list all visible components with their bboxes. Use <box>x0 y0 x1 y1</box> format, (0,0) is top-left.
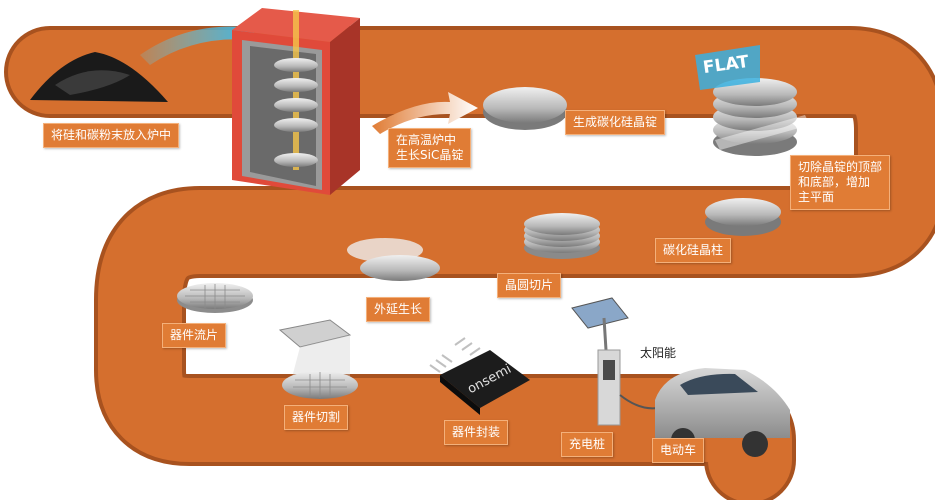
step-flatten-line1: 切除晶锭的顶部 <box>798 160 883 174</box>
furnace-icon <box>232 8 360 195</box>
flat-badge <box>695 45 760 90</box>
chip-package-icon <box>429 337 530 415</box>
solar-label: 太阳能 <box>640 346 677 360</box>
step-ev-label: 电动车 <box>652 438 705 463</box>
step-flatten-line3: 主平面 <box>798 190 835 204</box>
sic-boule-icon <box>705 198 781 236</box>
step-load-furnace-label: 将硅和碳粉末放入炉中 <box>43 123 180 148</box>
growth-arrow-icon <box>372 92 478 134</box>
dicing-icon <box>278 319 358 399</box>
solar-panel-icon <box>571 297 629 351</box>
step-flatten-line2: 和底部，增加 <box>798 175 871 189</box>
step-packaging-label: 器件封装 <box>444 420 509 445</box>
wafer-stack-icon <box>524 213 600 259</box>
step-epitaxy-label: 外延生长 <box>366 297 431 322</box>
step-grow-ingot-label: 在高温炉中 生长SiC晶锭 <box>388 128 472 168</box>
step-boule-label: 碳化硅晶柱 <box>655 238 732 263</box>
step-charger-label: 充电桩 <box>561 432 614 457</box>
step-grow-ingot-line2: 生长SiC晶锭 <box>396 148 464 162</box>
charging-station-icon <box>597 349 669 426</box>
step-fab-label: 器件流片 <box>162 323 227 348</box>
ingot-stack-icon <box>713 78 810 156</box>
step-flatten-label: 切除晶锭的顶部 和底部，增加 主平面 <box>790 155 891 210</box>
powder-pile-icon <box>30 52 168 102</box>
step-grow-ingot-line1: 在高温炉中 <box>396 133 457 147</box>
feed-arrow-icon <box>140 26 255 66</box>
step-ingot-label: 生成碳化硅晶锭 <box>565 110 666 135</box>
step-dicing-label: 器件切割 <box>284 405 349 430</box>
processed-wafer-icon <box>177 283 253 313</box>
step-slicing-label: 晶圆切片 <box>497 273 562 298</box>
ingot-icon <box>483 87 567 130</box>
epitaxy-wafer-icon <box>347 238 440 281</box>
